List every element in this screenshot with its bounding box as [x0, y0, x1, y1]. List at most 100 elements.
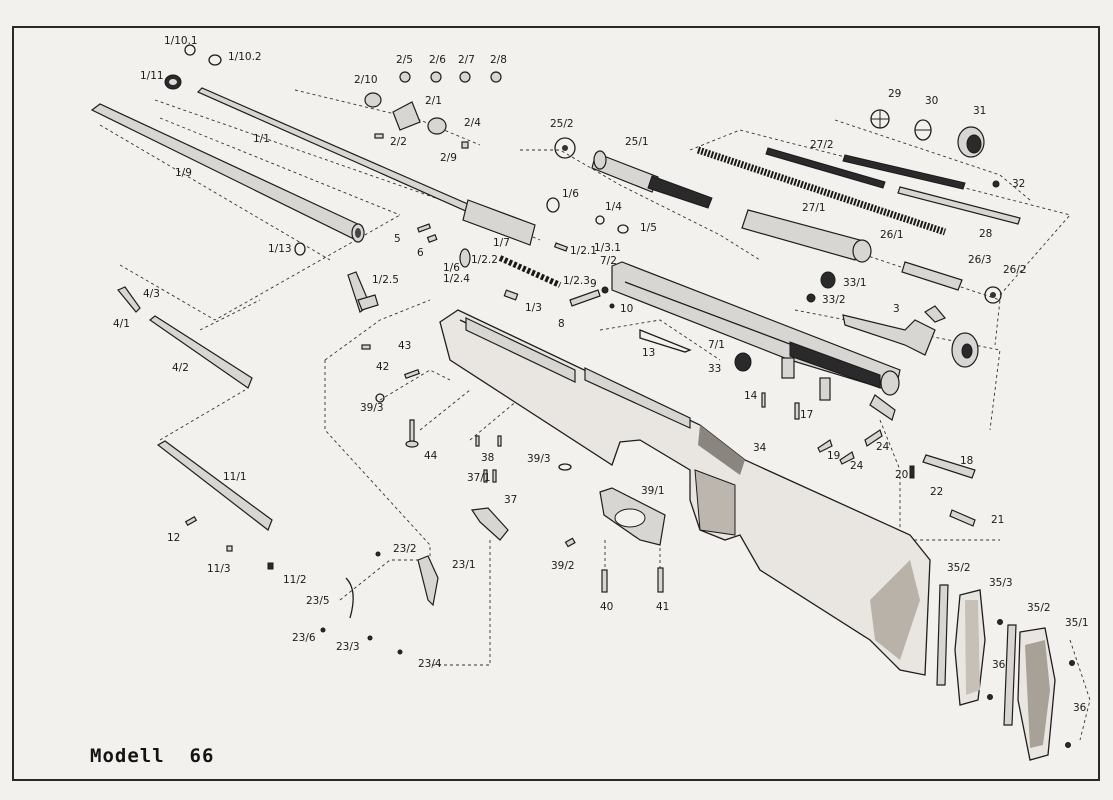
label-1-2-5: 1/2.5: [372, 274, 399, 286]
trigger-guide-26: [901, 261, 1002, 304]
label-37: 37: [504, 494, 517, 506]
label-1-1: 1/1: [253, 133, 270, 145]
label-1-10-1: 1/10.1: [164, 35, 198, 47]
label-1-11: 1/11: [140, 70, 164, 82]
label-1-13: 1/13: [268, 243, 292, 255]
label-2-8: 2/8: [490, 54, 507, 66]
label-29: 29: [888, 88, 901, 100]
label-38: 38: [481, 452, 494, 464]
label-7-1: 7/1: [708, 339, 725, 351]
butt-plate-parts-35: [936, 584, 1075, 761]
piston-25: [554, 137, 713, 209]
label-33-1: 33/1: [843, 277, 867, 289]
label-35-2a: 35/2: [947, 562, 971, 574]
label-39-2: 39/2: [551, 560, 575, 572]
label-24b: 24: [876, 441, 890, 453]
label-25-2: 25/2: [550, 118, 574, 130]
label-2-2: 2/2: [390, 136, 407, 148]
label-1-3-1: 1/3.1: [594, 242, 621, 254]
label-26-2: 26/2: [1003, 264, 1027, 276]
small-trigger-parts: [817, 429, 976, 527]
label-11-1: 11/1: [223, 471, 247, 483]
label-39-3b: 39/3: [527, 453, 551, 465]
part-number-labels: 1/10.1 1/10.2 1/11 1/1 1/9 1/13 1/6 1/7 …: [113, 35, 1089, 714]
label-1-6b: 1/6: [443, 262, 460, 274]
label-31: 31: [973, 105, 986, 117]
label-4-2: 4/2: [172, 362, 189, 374]
diagram-frame: [12, 26, 1100, 781]
label-23-2: 23/2: [393, 543, 417, 555]
label-11-2: 11/2: [283, 574, 307, 586]
stock-34: [439, 309, 931, 676]
label-19: 19: [827, 450, 840, 462]
screws-42-44: [361, 344, 576, 548]
label-20: 20: [895, 469, 908, 481]
label-27-2: 27/2: [810, 139, 834, 151]
trigger-23: [320, 551, 439, 655]
guide-rod-28: [842, 154, 1021, 225]
receiver-7-1: [611, 261, 901, 421]
rear-sight-3: [842, 305, 979, 368]
label-1-4: 1/4: [605, 201, 622, 213]
label-2-9: 2/9: [440, 152, 457, 164]
label-23-1: 23/1: [452, 559, 476, 571]
label-1-3: 1/3: [525, 302, 542, 314]
label-2-6: 2/6: [429, 54, 446, 66]
label-24a: 24: [850, 460, 864, 472]
label-33: 33: [708, 363, 721, 375]
label-35-2b: 35/2: [1027, 602, 1051, 614]
label-12: 12: [167, 532, 180, 544]
label-10: 10: [620, 303, 633, 315]
mainspring-27-2: [696, 146, 947, 236]
label-2-10: 2/10: [354, 74, 378, 86]
label-5: 5: [394, 233, 401, 245]
outer-barrel-1-9: [90, 103, 365, 243]
label-11-3: 11/3: [207, 563, 231, 575]
loading-block-2: [364, 71, 502, 149]
spring-guide-27-1: [741, 209, 872, 263]
label-1-2-2: 1/2.2: [471, 254, 498, 266]
label-32: 32: [1012, 178, 1025, 190]
barrel-seals: [164, 44, 560, 256]
label-2-4: 2/4: [464, 117, 481, 129]
label-3: 3: [893, 303, 900, 315]
diagram-title: Modell 66: [90, 745, 214, 767]
label-35-3: 35/3: [989, 577, 1013, 589]
label-17: 17: [800, 409, 813, 421]
label-39-1: 39/1: [641, 485, 665, 497]
label-14: 14: [744, 390, 758, 402]
label-28: 28: [979, 228, 992, 240]
label-26-1: 26/1: [880, 229, 904, 241]
label-34: 34: [753, 442, 767, 454]
cocking-lever-1-2-5: [347, 271, 379, 313]
label-1-5: 1/5: [640, 222, 657, 234]
label-26-3: 26/3: [968, 254, 992, 266]
label-44: 44: [424, 450, 438, 462]
label-18: 18: [960, 455, 973, 467]
label-2-5: 2/5: [396, 54, 413, 66]
label-23-3: 23/3: [336, 641, 360, 653]
label-2-7: 2/7: [458, 54, 475, 66]
label-7-2: 7/2: [600, 255, 617, 267]
bolt-parts-1-2: [416, 215, 629, 309]
label-36a: 36: [992, 659, 1006, 671]
label-4-1: 4/1: [113, 318, 130, 330]
label-8: 8: [558, 318, 565, 330]
trigger-guard-39-1: [599, 487, 666, 593]
small-receiver-parts: [639, 271, 836, 420]
label-27-1: 27/1: [802, 202, 826, 214]
label-37-1: 37/1: [467, 472, 491, 484]
label-1-9: 1/9: [175, 167, 192, 179]
label-1-10-2: 1/10.2: [228, 51, 262, 63]
label-23-5: 23/5: [306, 595, 330, 607]
label-1-6: 1/6: [562, 188, 579, 200]
label-41: 41: [656, 601, 669, 613]
label-22: 22: [930, 486, 943, 498]
plate-11-1: [156, 440, 274, 570]
label-21: 21: [991, 514, 1004, 526]
label-42: 42: [376, 361, 389, 373]
label-1-7: 1/7: [493, 237, 510, 249]
label-9: 9: [590, 278, 597, 290]
